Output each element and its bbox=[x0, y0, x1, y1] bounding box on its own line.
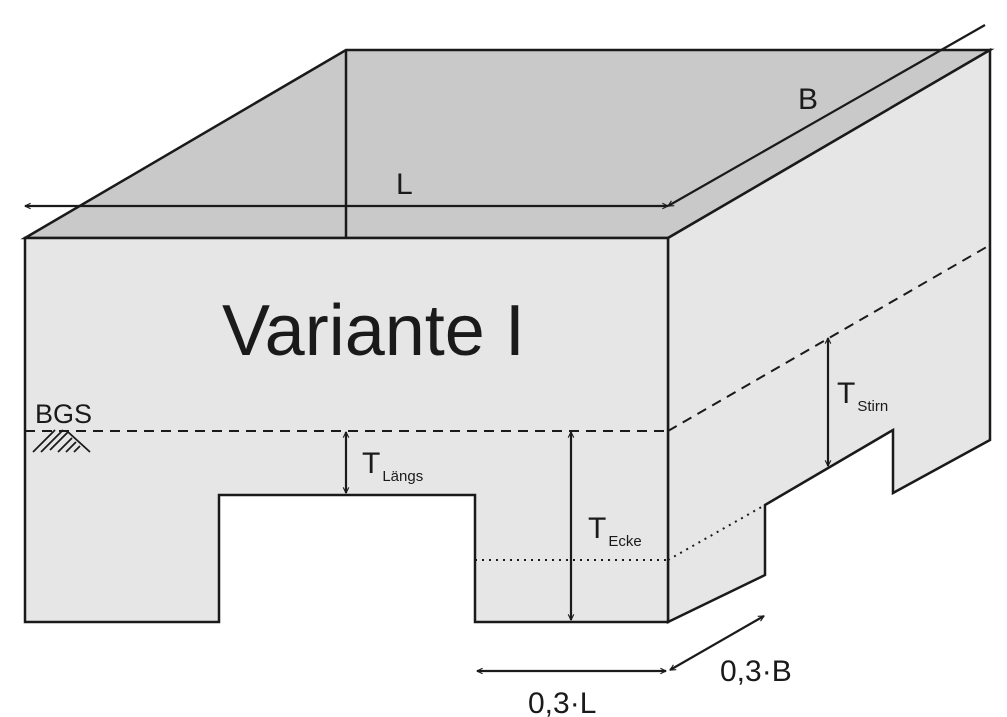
depth-end-main: T bbox=[837, 377, 855, 410]
front-face bbox=[23, 236, 670, 624]
width-label: B bbox=[798, 83, 818, 116]
diagram-title: Variante I bbox=[222, 291, 525, 371]
depth-corner-main: T bbox=[588, 512, 606, 545]
corner-depth-line-side bbox=[667, 504, 766, 561]
corner-length-label: 0,3·L bbox=[528, 687, 596, 717]
corner-width-arrow bbox=[670, 615, 764, 671]
ground-level-line-side bbox=[667, 244, 991, 432]
right-face bbox=[666, 47, 992, 624]
ground-level-label: BGS bbox=[35, 399, 92, 429]
depth-long-sub: Längs bbox=[382, 468, 423, 485]
width-arrow bbox=[668, 24, 986, 207]
depth-end-sub: Stirn bbox=[857, 398, 888, 415]
length-label: L bbox=[396, 168, 413, 201]
depth-corner-sub: Ecke bbox=[608, 533, 641, 550]
corner-width-label: 0,3·B bbox=[720, 655, 792, 688]
depth-long-main: T bbox=[362, 447, 380, 480]
ground-symbol-icon bbox=[32, 429, 91, 453]
